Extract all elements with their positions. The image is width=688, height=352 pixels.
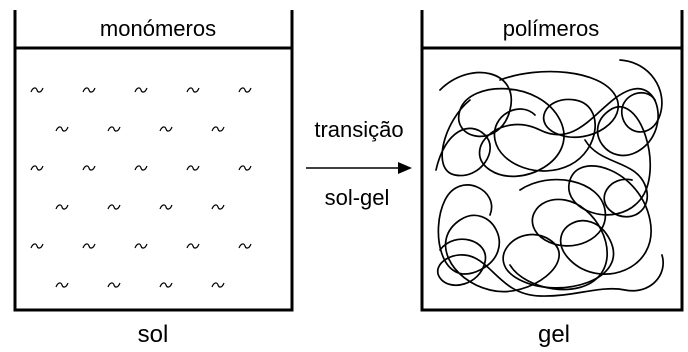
monomer-icon <box>82 243 96 249</box>
gel-box <box>420 46 684 312</box>
monomer-icon <box>107 126 121 132</box>
transition-arrow-group: transição sol-gel <box>306 117 412 210</box>
gel-caption: gel <box>538 321 570 348</box>
arrow-bottom-label: sol-gel <box>325 185 390 210</box>
arrow-top-label: transição <box>314 117 403 142</box>
monomer-icon <box>211 204 225 210</box>
monomer-icon <box>159 282 173 288</box>
polymer-network <box>435 59 664 297</box>
polymer-chain <box>437 71 659 293</box>
monomer-icon <box>55 204 69 210</box>
monomer-icon <box>82 165 96 171</box>
monomer-icon <box>134 243 148 249</box>
monomer-icon <box>186 87 200 93</box>
polymer-chain <box>435 99 491 177</box>
monomer-icon <box>211 282 225 288</box>
polymer-chain <box>493 70 619 172</box>
sol-caption: sol <box>138 321 169 348</box>
monomer-icon <box>82 87 96 93</box>
polymer-chain <box>437 238 664 297</box>
monomer-icon <box>186 243 200 249</box>
polymer-chain <box>619 59 663 133</box>
sol-container: monómeros <box>13 10 294 312</box>
monomer-icon <box>107 204 121 210</box>
monomer-icon <box>30 243 44 249</box>
gel-header-label: polímeros <box>503 16 600 41</box>
monomer-icon <box>238 243 252 249</box>
monomer-icon <box>30 165 44 171</box>
monomer-icon <box>159 204 173 210</box>
monomer-icon <box>211 126 225 132</box>
monomer-icon <box>107 282 121 288</box>
monomer-icon <box>159 126 173 132</box>
arrow-head-icon <box>398 162 412 174</box>
monomer-icon <box>134 165 148 171</box>
monomer-icon <box>186 165 200 171</box>
polymer-chain <box>584 139 648 218</box>
monomer-icon <box>55 126 69 132</box>
polymer-chain <box>509 178 608 291</box>
monomer-icon <box>238 165 252 171</box>
monomer-icon <box>30 87 44 93</box>
monomer-icon <box>55 282 69 288</box>
sol-header-label: monómeros <box>100 16 216 41</box>
sol-box <box>13 46 294 312</box>
monomer-field <box>30 87 252 288</box>
monomer-icon <box>238 87 252 93</box>
gel-container: polímeros <box>420 10 684 312</box>
monomer-icon <box>134 87 148 93</box>
